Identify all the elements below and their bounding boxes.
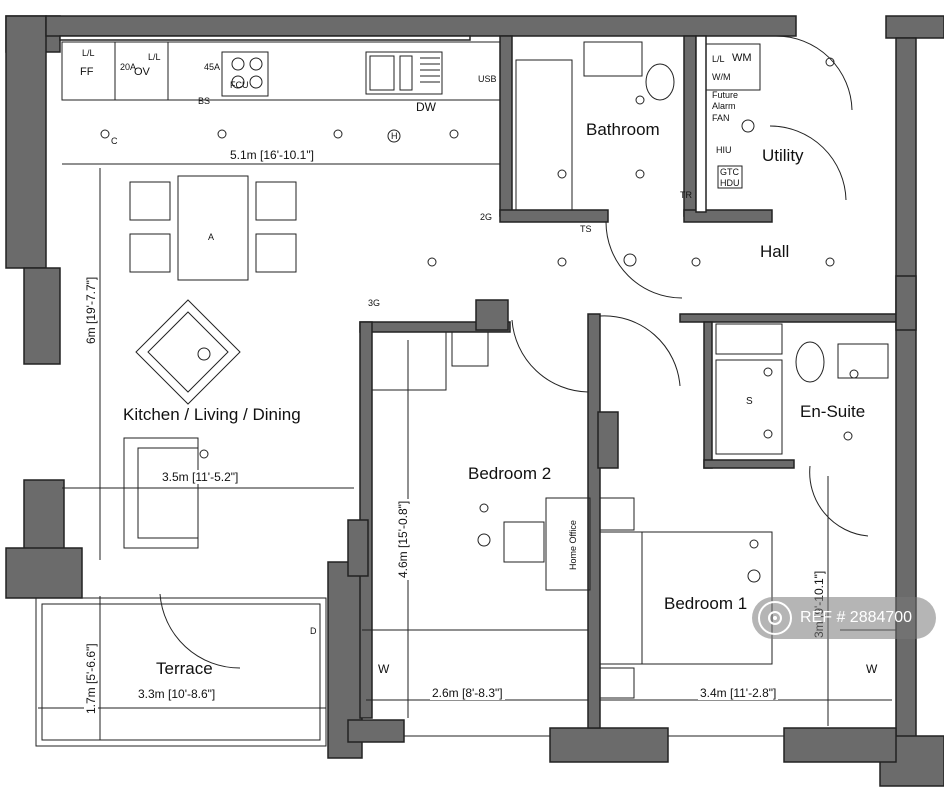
room-label-bedroom1: Bedroom 1 — [664, 594, 748, 613]
label-bs: BS — [198, 96, 211, 106]
light-fittings — [100, 57, 859, 583]
room-label-bathroom: Bathroom — [586, 120, 660, 139]
label-fcu: FCU — [230, 80, 249, 90]
symbol-h: H — [391, 131, 398, 141]
symbol-ts: TS — [580, 224, 592, 234]
utility-gtc: GTC — [720, 167, 739, 177]
symbol-a: A — [208, 232, 215, 242]
room-label-kitchen: Kitchen / Living / Dining — [123, 405, 301, 424]
dim-bedroom2-width: 2.6m [8'-8.3"] — [430, 686, 505, 700]
label-wardrobe-left: W — [378, 662, 390, 676]
label-ff: FF — [80, 66, 94, 78]
symbol-c: C — [111, 136, 118, 146]
symbol-3g: 3G — [368, 298, 381, 308]
room-label-utility: Utility — [762, 146, 804, 165]
ref-logo-icon — [758, 601, 792, 635]
utility-hdu: HDU — [720, 178, 740, 188]
utility-alarm: Alarm — [712, 101, 736, 111]
symbol-d: D — [310, 626, 317, 636]
label-dw: DW — [416, 100, 436, 114]
symbol-2g: 2G — [480, 212, 493, 222]
dim-kitchen-inner: 3.5m [11'-5.2"] — [160, 470, 241, 484]
utility-ll: L/L — [712, 54, 725, 64]
label-20a: 20A — [120, 62, 137, 72]
label-45a: 45A — [204, 62, 221, 72]
dim-kitchen-depth: 6m [19'-7.7"] — [84, 274, 98, 346]
room-label-hall: Hall — [760, 242, 790, 261]
room-label-terrace: Terrace — [156, 659, 213, 678]
utility-hiu: HIU — [716, 145, 732, 155]
home-office-label: Home Office — [568, 520, 578, 570]
utility-fan: FAN — [712, 113, 730, 123]
ref-logo-glyph — [768, 611, 782, 625]
ref-badge: REF # 2884700 — [752, 597, 936, 639]
room-label-bedroom2: Bedroom 2 — [468, 464, 552, 483]
label-wardrobe-right: W — [866, 662, 878, 676]
label-ov: OV — [134, 66, 150, 78]
label-shower: S — [746, 396, 753, 407]
dim-terrace-depth: 1.7m [5'-6.6"] — [84, 641, 98, 716]
label-wm: WM — [732, 52, 752, 64]
dim-terrace-width: 3.3m [10'-8.6"] — [136, 687, 218, 701]
dim-kitchen-width: 5.1m [16'-10.1"] — [228, 148, 316, 162]
room-label-ensuite: En-Suite — [800, 402, 866, 421]
utility-future: Future — [712, 90, 739, 100]
walls — [5, 15, 944, 787]
label-usb: USB — [478, 74, 497, 84]
symbol-tr: TR — [680, 190, 692, 200]
interior-lines — [35, 35, 896, 747]
label-hob-ll: L/L — [82, 48, 95, 58]
dim-bedroom1-width: 3.4m [11'-2.8"] — [698, 686, 779, 700]
dim-bedroom2-depth: 4.6m [15'-0.8"] — [396, 498, 410, 580]
ref-text: REF # 2884700 — [800, 609, 913, 626]
label-ov-ll: L/L — [148, 52, 161, 62]
utility-wm: W/M — [712, 72, 731, 82]
